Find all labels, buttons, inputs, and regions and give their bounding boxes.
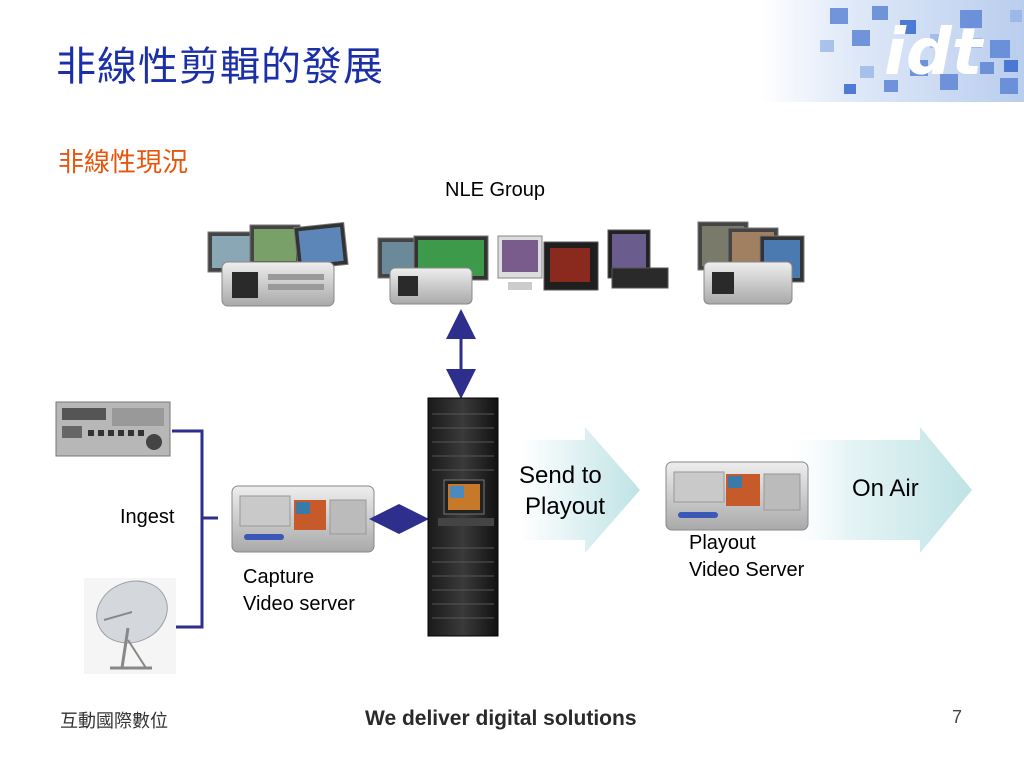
ingest-label: Ingest: [120, 506, 175, 528]
send-to-playout-arrow: [520, 427, 640, 553]
vtr-deck-icon: [55, 401, 171, 457]
satellite-dish-icon: [84, 578, 176, 674]
capture-label-line1: Capture: [243, 566, 315, 588]
server-rack-icon: [427, 397, 499, 637]
playout-server-label-line2: Video Server: [689, 559, 805, 581]
capture-label-line2: Video server: [243, 593, 355, 615]
nle-workstation-2: [377, 229, 669, 305]
nle-group-label: NLE Group: [445, 179, 546, 201]
logo-text: idt: [884, 16, 985, 90]
send-to-label: Send to: [519, 462, 602, 489]
page-number: 7: [952, 707, 963, 727]
playout-server-label-line1: Playout: [689, 532, 756, 554]
capture-video-server-icon: [231, 485, 375, 553]
footer-slogan: We deliver digital solutions: [365, 707, 637, 730]
nle-workstation-3: [697, 221, 805, 305]
slide-subtitle: 非線性現況: [58, 148, 189, 178]
ingest-bracket: [172, 429, 204, 629]
playout-label: Playout: [525, 493, 606, 520]
footer-company: 互動國際數位: [60, 711, 168, 732]
logo-banner: idt: [760, 0, 1024, 102]
slide-title: 非線性剪輯的發展: [56, 44, 384, 90]
playout-video-server-icon: [665, 461, 809, 531]
nle-workstation-1: [207, 221, 349, 307]
logo-graphic: idt: [760, 0, 1024, 102]
on-air-arrow: [780, 427, 972, 553]
on-air-label: On Air: [852, 475, 919, 502]
